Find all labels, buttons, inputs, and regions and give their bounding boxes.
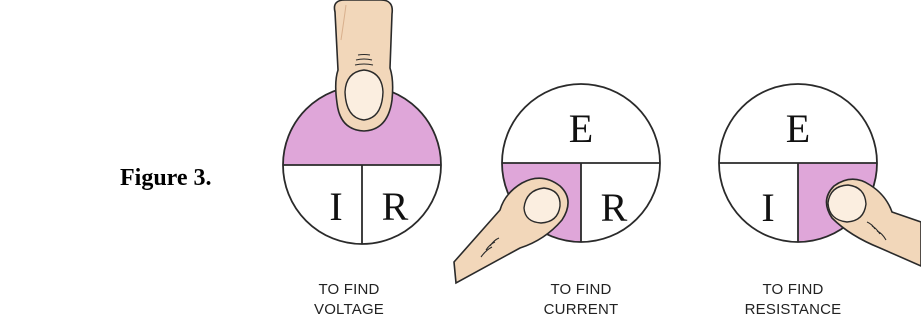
voltage-caption-line-1: TO FIND (318, 281, 379, 298)
current-letter-R: R (601, 185, 628, 230)
voltage-letter-R: R (382, 184, 409, 229)
resistance-letter-I: I (761, 185, 774, 230)
voltage-left-quarter (283, 165, 362, 244)
figure-label: Figure 3. (120, 165, 212, 191)
finger-icon (825, 178, 921, 267)
finger-icon (333, 0, 394, 132)
resistance-caption-line-1: TO FIND (762, 281, 823, 298)
finger-icon (453, 177, 569, 285)
resistance-diagram: E I TO FIND RESISTANCE (718, 83, 921, 318)
voltage-letter-I: I (329, 184, 342, 229)
voltage-diagram: I R TO FIND VOLTAGE (282, 0, 442, 318)
current-caption-line-2: CURRENT (544, 301, 619, 318)
current-diagram: E R TO FIND CURRENT (453, 83, 661, 318)
current-right-quarter (581, 163, 660, 242)
resistance-top-half (719, 84, 877, 163)
current-letter-E: E (569, 106, 593, 151)
current-caption-line-1: TO FIND (550, 281, 611, 298)
resistance-left-quarter (719, 163, 798, 242)
resistance-letter-E: E (786, 106, 810, 151)
voltage-caption-line-2: VOLTAGE (314, 301, 384, 318)
voltage-right-quarter (362, 165, 441, 244)
resistance-caption-line-2: RESISTANCE (745, 301, 842, 318)
current-top-half (502, 84, 660, 163)
